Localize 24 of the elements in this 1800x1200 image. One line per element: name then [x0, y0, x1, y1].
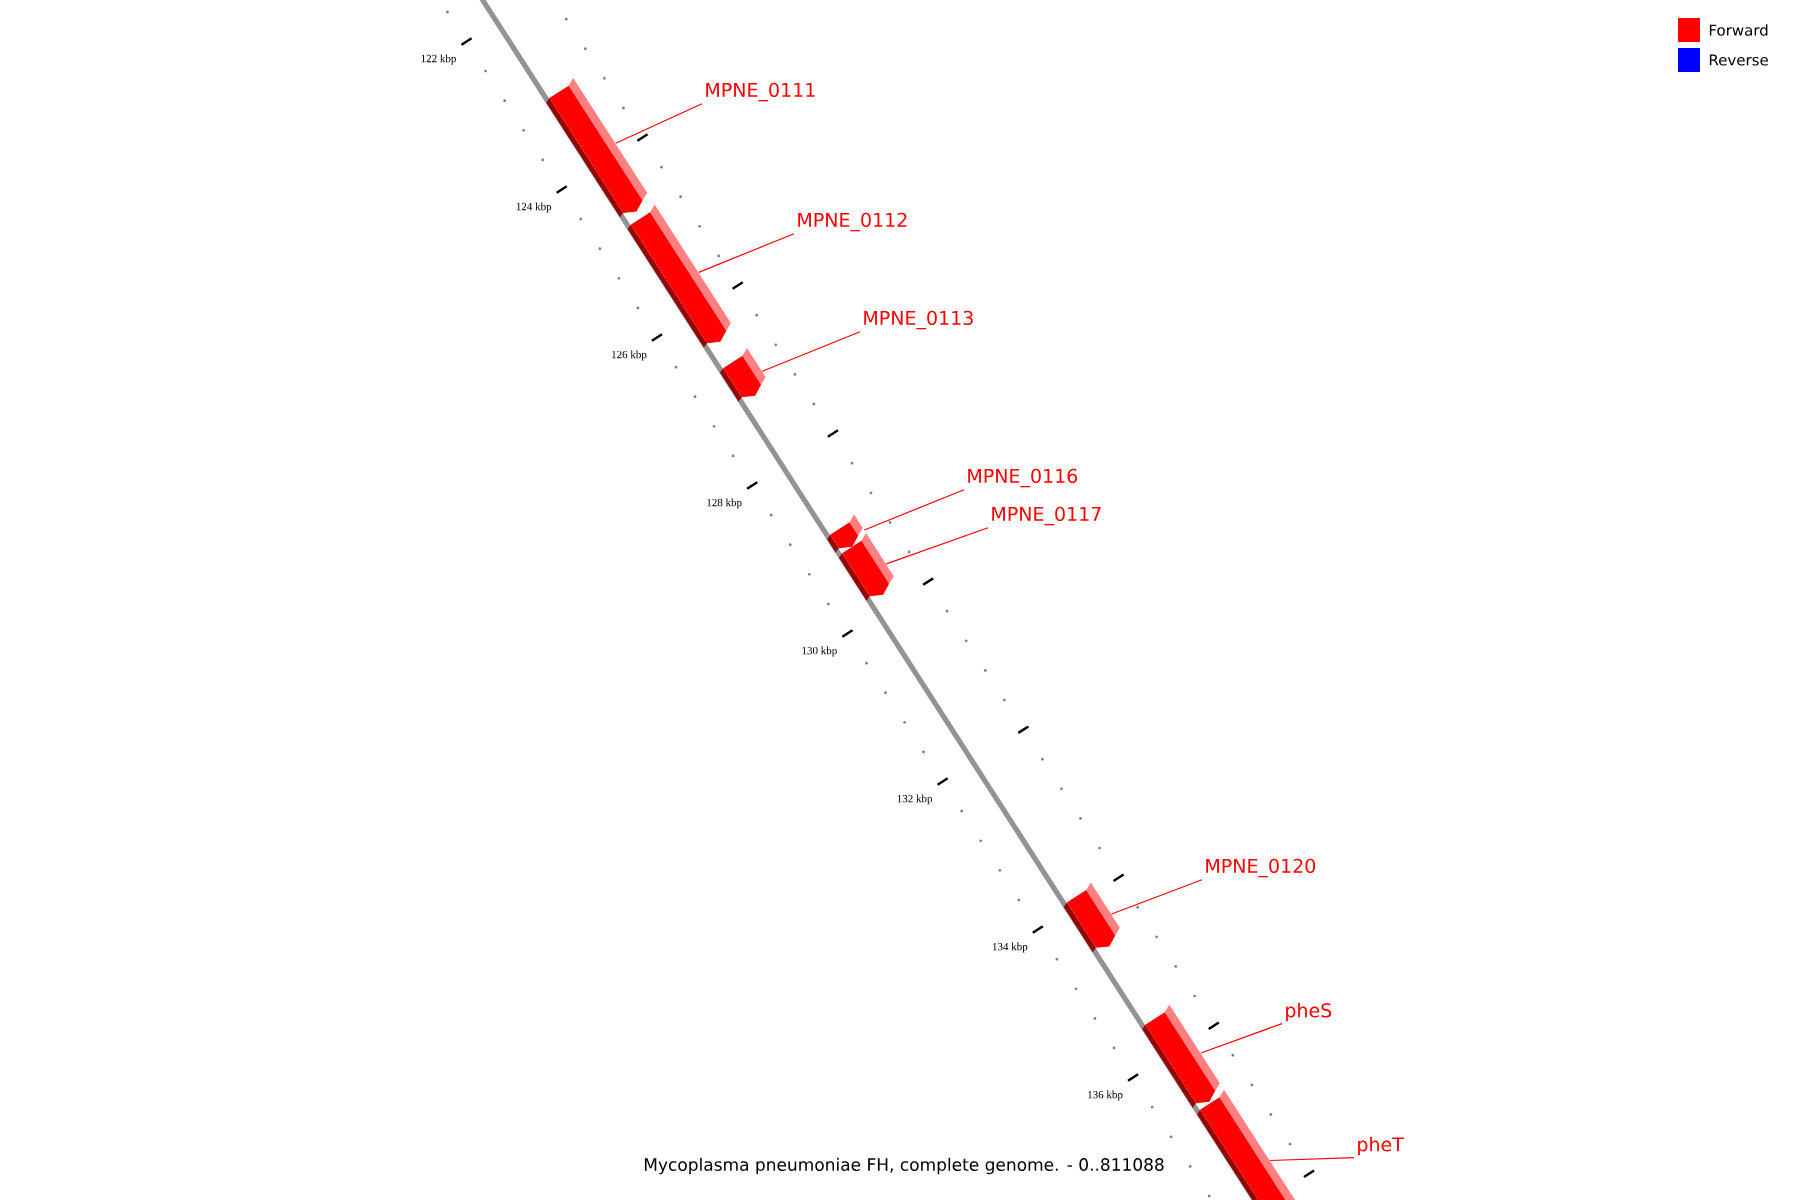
- gene-bar: [1063, 882, 1120, 953]
- leader-line: [1269, 1157, 1355, 1162]
- leader-line: [863, 489, 965, 531]
- leader-line: [885, 527, 989, 565]
- gene-bar: [719, 348, 766, 402]
- gene-label: MPNE_0112: [798, 212, 907, 232]
- gene-bar: [1197, 1089, 1296, 1200]
- gene-bar: [827, 514, 863, 553]
- gene-label: MPNE_0120: [1206, 858, 1316, 878]
- gene-label: pheS: [1286, 1002, 1332, 1022]
- gene-label: pheT: [1358, 1136, 1404, 1156]
- leader-line: [1110, 879, 1203, 915]
- gene-label: MPNE_0111: [706, 82, 815, 102]
- caption: Mycoplasma pneumoniae FH, complete genome. - 0..811088: [641, 1155, 1167, 1177]
- leader-line: [761, 331, 861, 372]
- gene-label: MPNE_0113: [864, 310, 973, 330]
- gene-bar: [1142, 1004, 1220, 1108]
- gene-bar: [627, 204, 731, 348]
- leader-line: [698, 233, 795, 273]
- gene-label: MPNE_0117: [992, 506, 1101, 526]
- leader-line: [1200, 1023, 1283, 1054]
- gene-label: MPNE_0116: [968, 468, 1078, 488]
- gene-bar: [839, 533, 894, 601]
- leader-line: [615, 103, 703, 144]
